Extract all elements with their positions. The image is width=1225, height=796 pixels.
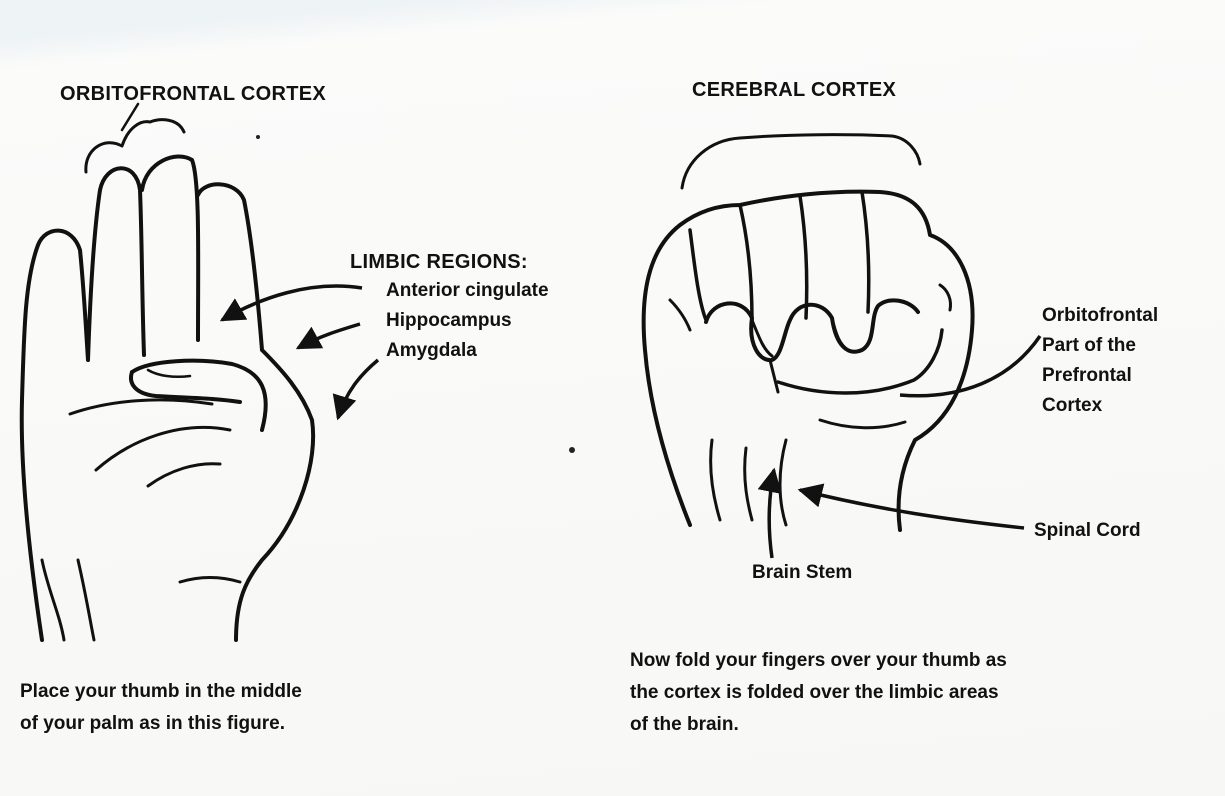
- brain-stem-arrow: [769, 470, 774, 558]
- fist-arrows: [769, 336, 1040, 558]
- orbitofrontal-prefrontal-label: Orbitofrontal Part of the Prefrontal Cor…: [1042, 301, 1158, 421]
- limbic-regions-heading: LIMBIC REGIONS:: [350, 252, 528, 272]
- right-caption-line: the cortex is folded over the limbic are…: [630, 677, 1007, 709]
- orbitofrontal-cortex-label: ORBITOFRONTAL CORTEX: [60, 84, 326, 104]
- orbitofrontal-line: Part of the: [1042, 331, 1158, 361]
- hippocampus-arrow: [298, 324, 360, 348]
- orbitofrontal-line: Orbitofrontal: [1042, 301, 1158, 331]
- fist-drawing: [644, 135, 973, 530]
- left-caption: Place your thumb in the middle of your p…: [20, 676, 302, 740]
- limbic-item-hippocampus: Hippocampus: [386, 306, 549, 336]
- spinal-cord-label: Spinal Cord: [1034, 521, 1141, 540]
- limbic-item-amygdala: Amygdala: [386, 336, 549, 366]
- left-caption-line: of your palm as in this figure.: [20, 708, 302, 740]
- brain-stem-label: Brain Stem: [752, 563, 852, 582]
- limbic-item-anterior-cingulate: Anterior cingulate: [386, 276, 549, 306]
- anterior-cingulate-arrow: [222, 286, 362, 320]
- amygdala-arrow: [338, 360, 378, 418]
- orbitofrontal-line: Prefrontal: [1042, 361, 1158, 391]
- right-caption: Now fold your fingers over your thumb as…: [630, 645, 1007, 741]
- right-caption-line: of the brain.: [630, 709, 1007, 741]
- limbic-regions-list: Anterior cingulate Hippocampus Amygdala: [386, 276, 549, 366]
- cerebral-cortex-label: CEREBRAL CORTEX: [692, 80, 896, 100]
- orbitofrontal-line: Cortex: [1042, 391, 1158, 421]
- open-hand-drawing: [22, 104, 313, 640]
- right-caption-line: Now fold your fingers over your thumb as: [630, 645, 1007, 677]
- left-caption-line: Place your thumb in the middle: [20, 676, 302, 708]
- spinal-cord-arrow: [800, 490, 1024, 528]
